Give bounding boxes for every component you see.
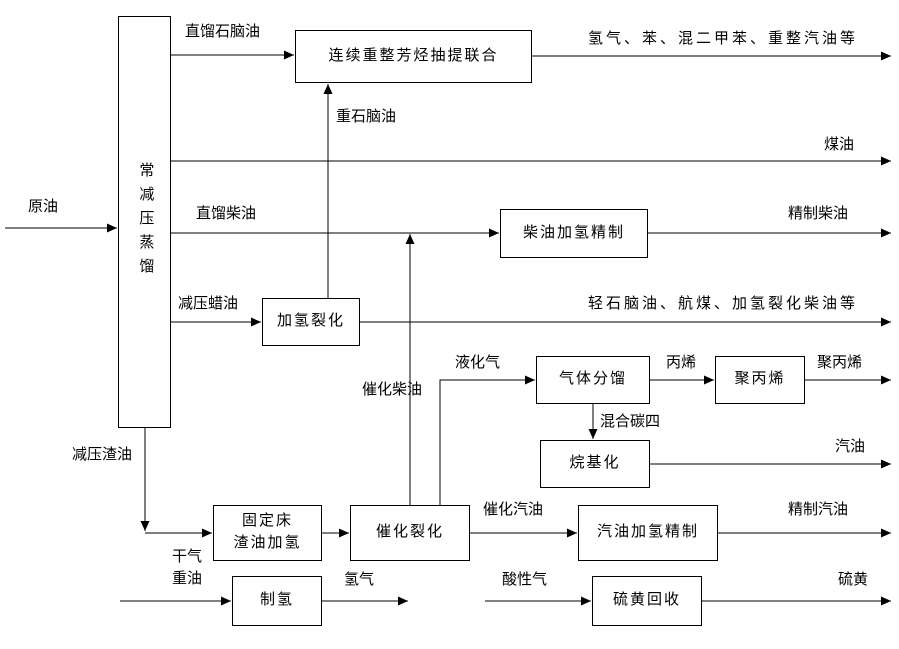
label-acid-gas: 酸性气	[502, 572, 548, 588]
label-mixed-c4: 混合碳四	[600, 414, 661, 430]
label-vacuum-residue: 减压渣油	[72, 447, 133, 463]
hydrocracker-box: 加氢裂化	[262, 298, 360, 346]
alkylation-box: 烷基化	[540, 440, 650, 488]
distillation-box: 常减压蒸馏	[118, 16, 171, 428]
label-gasoline: 汽油	[835, 439, 866, 455]
label-sulfur: 硫黄	[838, 572, 869, 588]
polypropylene-unit-box: 聚丙烯	[715, 356, 805, 404]
label-heavy-naphtha: 重石脑油	[336, 109, 397, 125]
label-propylene: 丙烯	[666, 355, 697, 371]
label-refined-gasoline: 精制汽油	[788, 502, 849, 518]
fcc-box: 催化裂化	[350, 505, 470, 561]
label-straight-run-diesel: 直馏柴油	[196, 206, 257, 222]
label-straight-run-naphtha: 直馏石脑油	[185, 24, 261, 40]
label-lpg: 液化气	[455, 355, 501, 371]
label-catalytic-diesel: 催化柴油	[362, 382, 423, 398]
gasoline-hydrotreater-box: 汽油加氢精制	[578, 505, 718, 561]
label-hydrogen: 氢气	[344, 572, 375, 588]
label-dry-gas: 干气	[172, 549, 203, 565]
sulfur-recovery-box: 硫黄回收	[592, 576, 702, 626]
label-hydrocracker-products: 轻石脑油、航煤、加氢裂化柴油等	[588, 296, 859, 312]
label-catalytic-gasoline: 催化汽油	[483, 502, 544, 518]
label-vacuum-gas-oil: 减压蜡油	[178, 296, 239, 312]
residue-hydrotreater-box: 固定床 渣油加氢	[213, 505, 322, 561]
label-reformer-products: 氢气、苯、混二甲苯、重整汽油等	[588, 31, 859, 47]
diesel-hydrotreater-box: 柴油加氢精制	[500, 209, 648, 258]
hydrogen-plant-box: 制氢	[232, 576, 322, 626]
label-crude-oil: 原油	[28, 199, 59, 215]
gas-fractionation-box: 气体分馏	[536, 356, 650, 404]
lpg-line	[439, 375, 535, 505]
label-refined-diesel: 精制柴油	[788, 206, 849, 222]
label-polypropylene: 聚丙烯	[817, 355, 863, 371]
label-heavy-oil: 重油	[172, 571, 203, 587]
label-kerosene: 煤油	[824, 137, 855, 153]
reformer-box: 连续重整芳烃抽提联合	[295, 30, 532, 83]
